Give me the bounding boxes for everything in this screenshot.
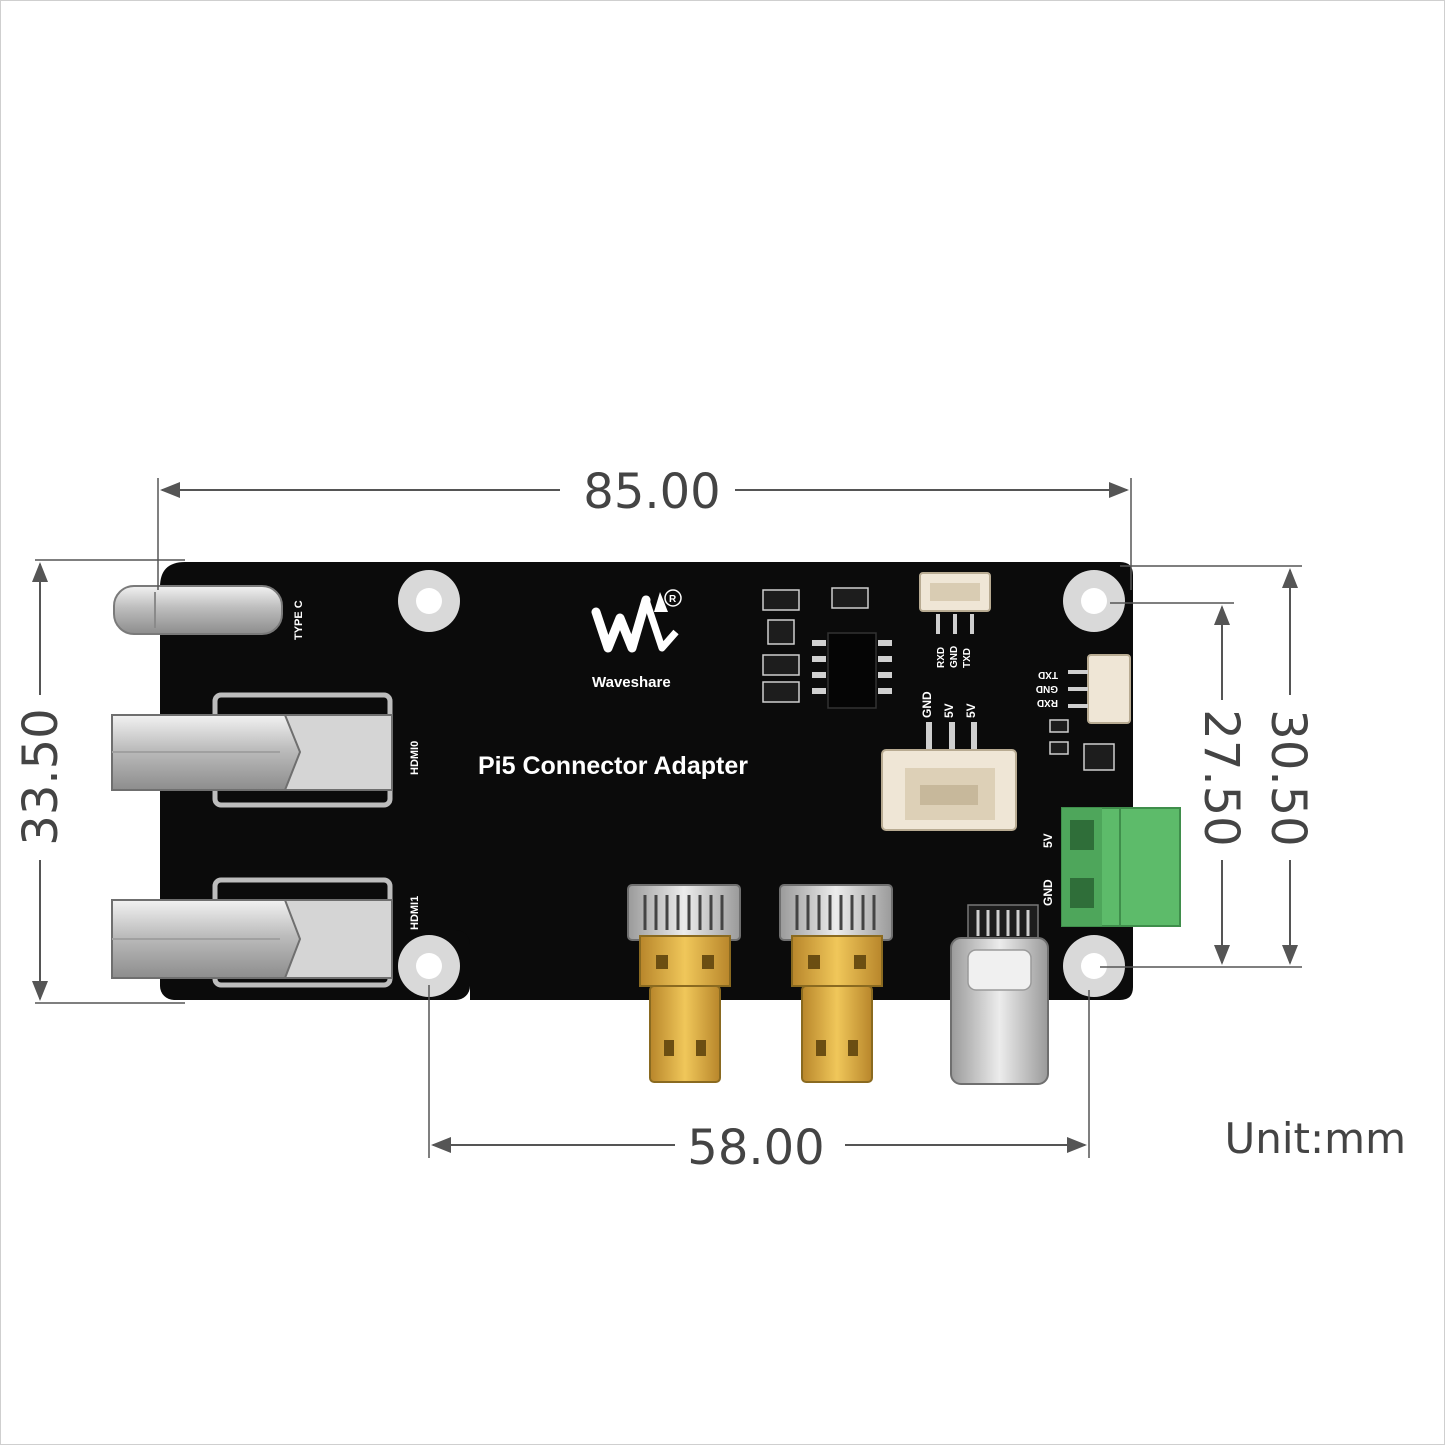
label-power-gnd: GND <box>920 691 934 718</box>
micro-hdmi-plug-1 <box>627 884 741 1083</box>
uart-connector-side <box>1068 654 1131 724</box>
label-power-5v-a: 5V <box>942 703 956 718</box>
waveshare-logo: R Waveshare <box>591 589 682 691</box>
smd-components <box>1049 719 1115 771</box>
label-uart-top-txd: TXD <box>962 648 973 668</box>
screw-terminal-block <box>1061 807 1181 927</box>
brand-name: Waveshare <box>592 674 671 691</box>
power-connector <box>881 722 1017 831</box>
board-title: Pi5 Connector Adapter <box>478 752 748 780</box>
usb-c-plug <box>950 904 1049 1085</box>
ic-components <box>762 587 877 709</box>
dimension-arrows <box>32 482 1298 1153</box>
uart-connector-top <box>919 572 991 634</box>
label-uart-side-gnd: GND <box>1036 683 1058 694</box>
label-uart-top-gnd: GND <box>949 646 960 668</box>
label-terminal-5v: 5V <box>1041 833 1055 848</box>
label-uart-side-txd: TXD <box>1038 669 1058 680</box>
dimension-height-left: 33.50 <box>13 708 69 845</box>
label-hdmi0: HDMI0 <box>409 741 421 775</box>
label-uart-top-rxd: RXD <box>936 647 947 668</box>
ic-pins <box>812 640 892 694</box>
unit-label: Unit:mm <box>1225 1114 1406 1163</box>
mounting-hole-bottom-right <box>1063 935 1125 997</box>
micro-hdmi-plug-2 <box>779 884 893 1083</box>
hdmi1-port <box>111 877 393 988</box>
dimension-height-right-inner: 27.50 <box>1193 709 1249 846</box>
dimension-width-bottom: 58.00 <box>687 1120 824 1176</box>
usb-type-c-port <box>113 585 283 635</box>
label-power-5v-b: 5V <box>964 703 978 718</box>
mounting-hole-top-left <box>398 570 460 632</box>
label-hdmi1: HDMI1 <box>409 896 421 930</box>
mounting-hole-top-right <box>1063 570 1125 632</box>
dimension-height-right-outer: 30.50 <box>1260 709 1316 846</box>
dimension-lines <box>35 478 1302 1158</box>
label-type-c: TYPE C <box>293 600 305 640</box>
label-terminal-gnd: GND <box>1041 879 1055 906</box>
label-uart-side-rxd: RXD <box>1037 697 1058 708</box>
hdmi0-port <box>111 692 393 808</box>
mounting-hole-bottom-left <box>398 935 460 997</box>
registered-mark: R <box>669 594 677 605</box>
dimension-width-top: 85.00 <box>583 464 720 520</box>
